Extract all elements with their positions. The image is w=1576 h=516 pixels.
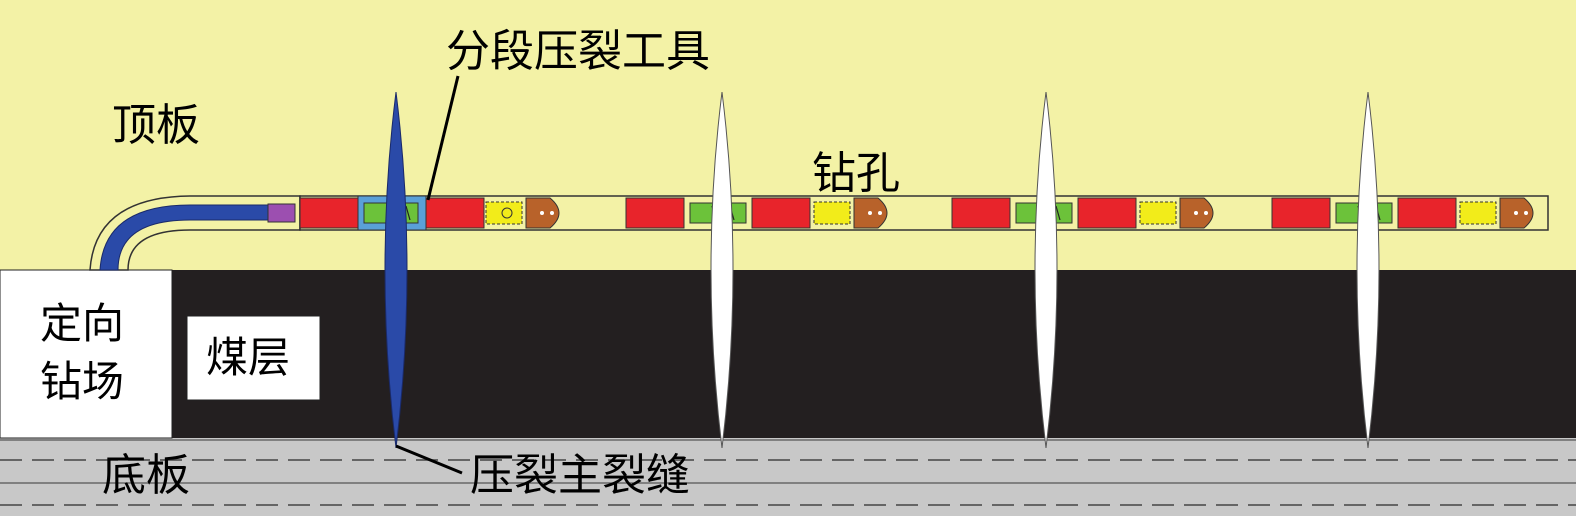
borehole-label: 钻孔 xyxy=(812,148,900,199)
staged-fracturing-tool-label: 分段压裂工具 xyxy=(446,26,710,77)
coal-seam-label: 煤层 xyxy=(206,333,290,382)
directional-drilling-site-label-line2: 钻场 xyxy=(40,357,124,406)
roof-label: 顶板 xyxy=(112,100,200,151)
fracture-leader-line xyxy=(395,444,463,475)
fracturing-tool-stage-4 xyxy=(1271,197,1534,229)
coal-seam-label-box xyxy=(186,315,321,401)
floor-label: 底板 xyxy=(102,450,190,501)
tool-leader-line xyxy=(426,75,460,201)
main-fracture-label: 压裂主裂缝 xyxy=(470,450,690,501)
secondary-fracture-2 xyxy=(710,91,734,449)
floor-stratum xyxy=(0,438,1576,516)
main-fracture xyxy=(384,91,408,449)
directional-drilling-site xyxy=(0,269,173,439)
fracturing-tool-stage-2 xyxy=(625,197,888,229)
secondary-fracture-3 xyxy=(1034,91,1058,449)
fracturing-tool-stage-3 xyxy=(951,197,1214,229)
connector xyxy=(267,203,296,223)
secondary-fracture-4 xyxy=(1356,91,1380,449)
directional-drilling-site-label-line1: 定向 xyxy=(40,299,124,348)
